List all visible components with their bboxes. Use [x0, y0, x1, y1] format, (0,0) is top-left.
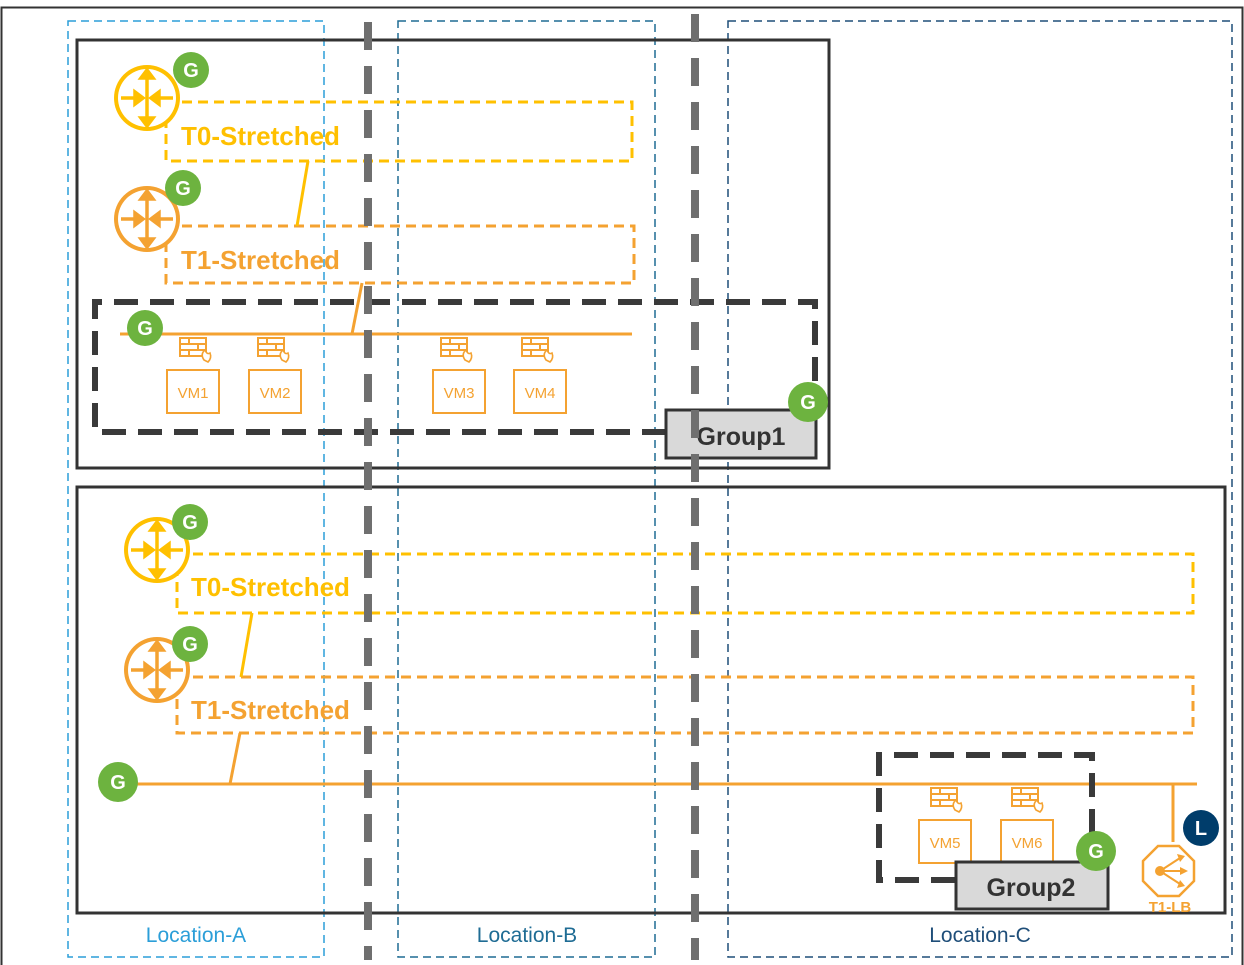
firewall-icon	[521, 337, 554, 363]
top-t0-t1-link	[295, 160, 310, 227]
bottom-t1-segment	[175, 675, 1195, 735]
location-c-zone	[727, 20, 1233, 958]
location-a-label: Location-A	[146, 924, 246, 947]
svg-text:L: L	[1195, 818, 1207, 840]
bottom-scenario-box	[75, 485, 1227, 915]
firewall-icon	[440, 337, 473, 363]
location-c-label: Location-C	[929, 924, 1031, 947]
global-badge: G	[172, 626, 208, 662]
vm-label: VM6	[1012, 835, 1043, 852]
bottom-t1-router-icon	[124, 637, 190, 703]
svg-text:G: G	[182, 634, 198, 656]
svg-text:G: G	[137, 318, 153, 340]
vm-box: VM4	[513, 369, 567, 414]
firewall-icon	[257, 337, 290, 363]
bottom-t0-router-icon	[124, 517, 190, 583]
global-badge: G	[127, 310, 163, 346]
bottom-t1-label: T1-Stretched	[191, 695, 350, 725]
group2-label: Group2	[987, 874, 1076, 902]
bottom-t1-segment-link	[228, 732, 242, 785]
top-t0-label: T0-Stretched	[181, 121, 340, 151]
top-t1-segment	[164, 224, 636, 285]
group2-label-box: Group2	[954, 860, 1110, 911]
global-badge: G	[98, 762, 138, 802]
vm-label: VM2	[260, 385, 291, 402]
firewall-icon	[930, 787, 963, 813]
top-t1-label: T1-Stretched	[181, 245, 340, 275]
svg-text:G: G	[1088, 841, 1104, 863]
vm-box: VM3	[432, 369, 486, 414]
vm-box: VM2	[248, 369, 302, 414]
location-b-label: Location-B	[477, 924, 577, 947]
top-t1-router-icon	[114, 186, 180, 252]
outer-frame	[0, 6, 1244, 965]
bottom-t0-t1-link	[239, 612, 254, 678]
group1-boundary	[92, 299, 818, 435]
vm-label: VM4	[525, 385, 556, 402]
global-badge: G	[173, 52, 209, 88]
t1-lb-label: T1-LB	[1149, 899, 1192, 916]
group1-label-box: Group1	[664, 408, 818, 460]
top-t0-router-icon	[114, 65, 180, 131]
bottom-t0-label: T0-Stretched	[191, 572, 350, 602]
svg-text:G: G	[183, 60, 199, 82]
top-t1-segment-link	[350, 282, 364, 335]
top-t0-segment	[164, 100, 634, 163]
bottom-t0-segment	[175, 552, 1195, 615]
load-balancer-icon	[1141, 844, 1196, 898]
location-a-zone	[67, 20, 325, 958]
local-badge: L	[1183, 810, 1219, 846]
firewall-icon	[179, 337, 212, 363]
global-badge: G	[172, 504, 208, 540]
vm-label: VM5	[930, 835, 961, 852]
global-badge: G	[788, 382, 828, 422]
vm-box: VM6	[1000, 819, 1054, 864]
vm-label: VM1	[178, 385, 209, 402]
vm-box: VM5	[918, 819, 972, 864]
global-badge: G	[1076, 831, 1116, 871]
group2-boundary	[876, 752, 1095, 883]
svg-text:G: G	[800, 392, 816, 414]
firewall-icon	[1011, 787, 1044, 813]
svg-text:G: G	[110, 772, 126, 794]
vm-label: VM3	[444, 385, 475, 402]
svg-text:G: G	[182, 512, 198, 534]
vm-box: VM1	[166, 369, 220, 414]
svg-text:G: G	[175, 178, 191, 200]
location-b-zone	[397, 20, 656, 958]
global-badge: G	[165, 170, 201, 206]
group1-label: Group1	[697, 423, 786, 451]
top-scenario-box	[75, 38, 831, 470]
